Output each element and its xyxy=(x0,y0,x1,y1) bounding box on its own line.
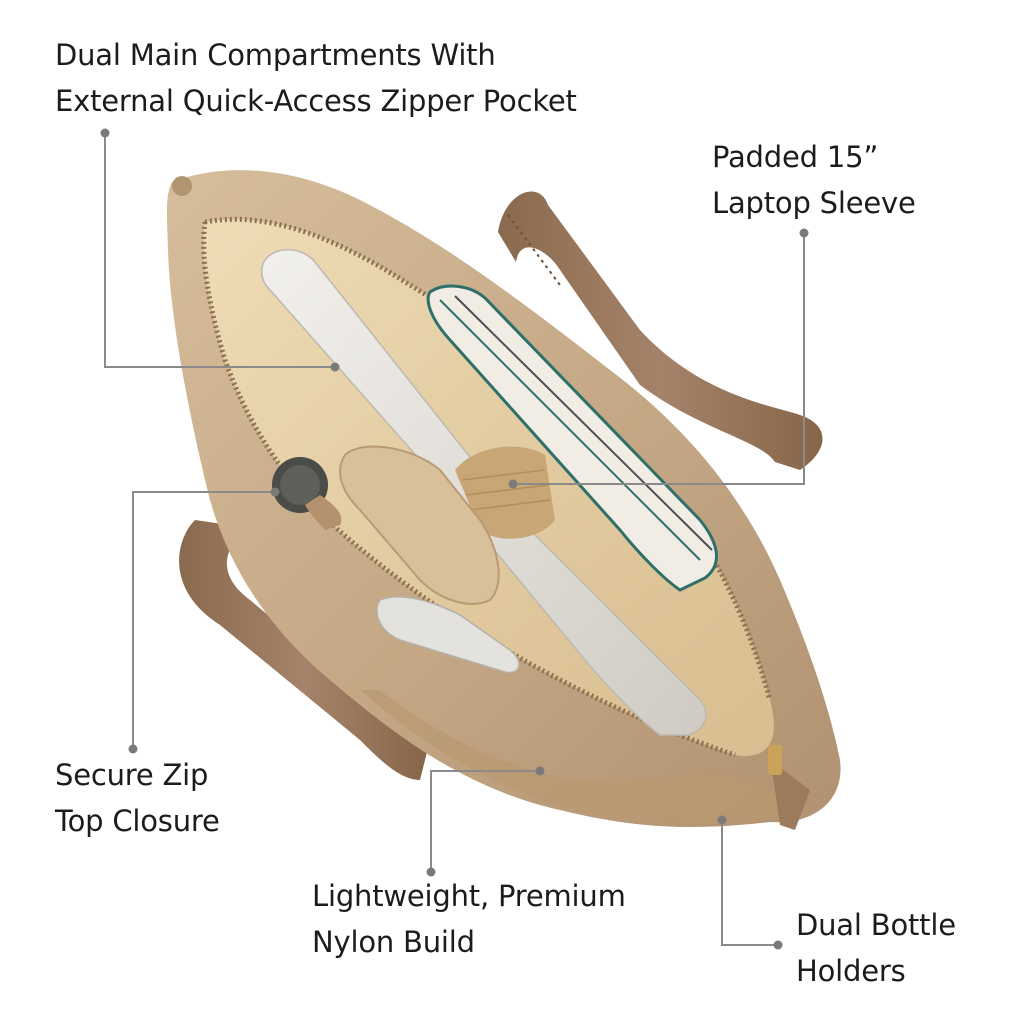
callout-line: Dual Main Compartments With xyxy=(55,38,496,72)
phone xyxy=(376,596,520,674)
callout-line: Top Closure xyxy=(55,804,220,838)
callout-line: Dual Bottle xyxy=(796,908,956,942)
callout-line: Nylon Build xyxy=(312,925,475,959)
callout-line: Secure Zip xyxy=(55,758,209,792)
zipper-pull xyxy=(770,760,810,830)
books xyxy=(426,284,718,592)
wallet xyxy=(339,445,500,605)
callout-laptop-sleeve: Padded 15” Laptop Sleeve xyxy=(712,134,916,226)
callout-line: Laptop Sleeve xyxy=(712,186,916,220)
elastic-band xyxy=(455,446,555,539)
callout-line: Holders xyxy=(796,954,906,988)
callout-line: External Quick-Access Zipper Pocket xyxy=(55,84,577,118)
right-strap xyxy=(498,191,823,470)
callout-zip-closure: Secure Zip Top Closure xyxy=(55,752,220,844)
callout-nylon-build: Lightweight, Premium Nylon Build xyxy=(312,873,626,965)
leader-lines xyxy=(104,133,805,946)
callout-line: Lightweight, Premium xyxy=(312,879,626,913)
callout-line: Padded 15” xyxy=(712,140,879,174)
callout-dual-compartments: Dual Main Compartments With External Qui… xyxy=(55,32,577,124)
callout-bottle-holders: Dual Bottle Holders xyxy=(796,902,956,994)
leader-dots xyxy=(100,128,809,950)
